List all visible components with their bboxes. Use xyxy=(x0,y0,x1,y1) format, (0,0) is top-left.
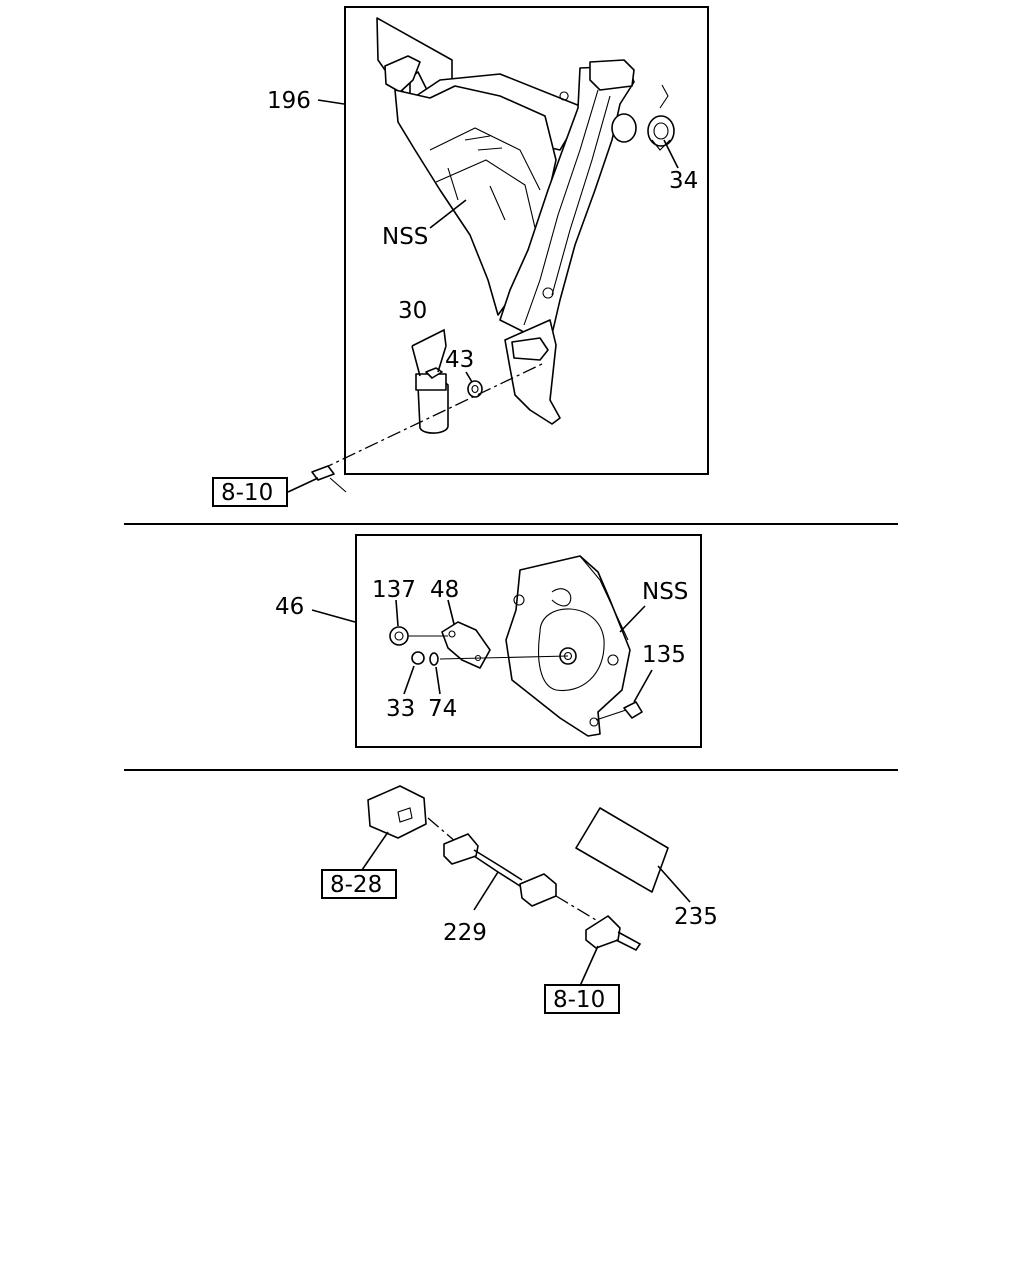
label-43: 43 xyxy=(445,347,474,373)
leader-nss-mid xyxy=(619,605,646,633)
axis-lines xyxy=(408,635,627,721)
ref-label-828: 8-28 xyxy=(330,872,382,898)
label-30: 30 xyxy=(398,298,427,324)
leader-nss-top xyxy=(429,199,467,229)
label-196: 196 xyxy=(267,88,311,114)
bushing-135 xyxy=(623,701,643,719)
label-nss-top: NSS xyxy=(382,224,428,250)
clip-34-illustration xyxy=(647,84,675,151)
leader-74 xyxy=(435,666,441,695)
leader-828 xyxy=(361,831,389,871)
label-137: 137 xyxy=(372,577,416,603)
label-229: 229 xyxy=(443,920,487,946)
leader-ref-top xyxy=(287,477,319,493)
leader-30 xyxy=(411,328,447,377)
washer-74 xyxy=(429,652,439,666)
leader-137 xyxy=(395,599,399,627)
pedal-bracket-frame xyxy=(344,6,709,475)
label-48: 48 xyxy=(430,577,459,603)
leader-48 xyxy=(447,599,455,625)
leader-196 xyxy=(317,99,345,105)
pedal-bracket-illustration xyxy=(376,17,637,425)
leader-34 xyxy=(663,139,679,169)
section-sensor-plate: 46 137 48 NSS 135 33 74 xyxy=(275,534,702,748)
label-235: 235 xyxy=(674,904,718,930)
leader-235 xyxy=(657,865,691,903)
ref-box-828 xyxy=(321,869,397,899)
sensor-plate-illustration xyxy=(505,555,631,737)
label-nss-mid: NSS xyxy=(642,579,688,605)
switch-30-illustration xyxy=(415,367,483,434)
leader-33 xyxy=(403,665,415,695)
label-34: 34 xyxy=(669,168,698,194)
ref-label-bottom: 8-10 xyxy=(553,987,605,1013)
section-harness: 8-28 229 235 8-10 xyxy=(321,785,718,1014)
connector-top-illustration xyxy=(311,465,347,493)
harness-illustration xyxy=(367,785,669,952)
leader-ref-bottom xyxy=(579,945,599,987)
nut-137 xyxy=(389,626,409,646)
label-33: 33 xyxy=(386,696,415,722)
small-parts-illustration xyxy=(389,621,643,719)
nut-33 xyxy=(411,651,425,665)
sensor-plate-frame xyxy=(355,534,702,748)
ref-label-top: 8-10 xyxy=(221,480,273,506)
leader-229 xyxy=(473,871,499,911)
lever-48 xyxy=(441,621,491,669)
switch-axis-line xyxy=(319,363,543,471)
label-135: 135 xyxy=(642,642,686,668)
ref-box-top xyxy=(212,477,288,507)
label-46: 46 xyxy=(275,594,304,620)
label-74: 74 xyxy=(428,696,457,722)
ref-box-bottom xyxy=(544,984,620,1014)
leader-43 xyxy=(465,371,473,383)
leader-135 xyxy=(633,669,653,703)
leader-46 xyxy=(311,609,356,623)
section-pedal-bracket: 196 34 NSS 30 43 8-10 xyxy=(212,6,709,507)
